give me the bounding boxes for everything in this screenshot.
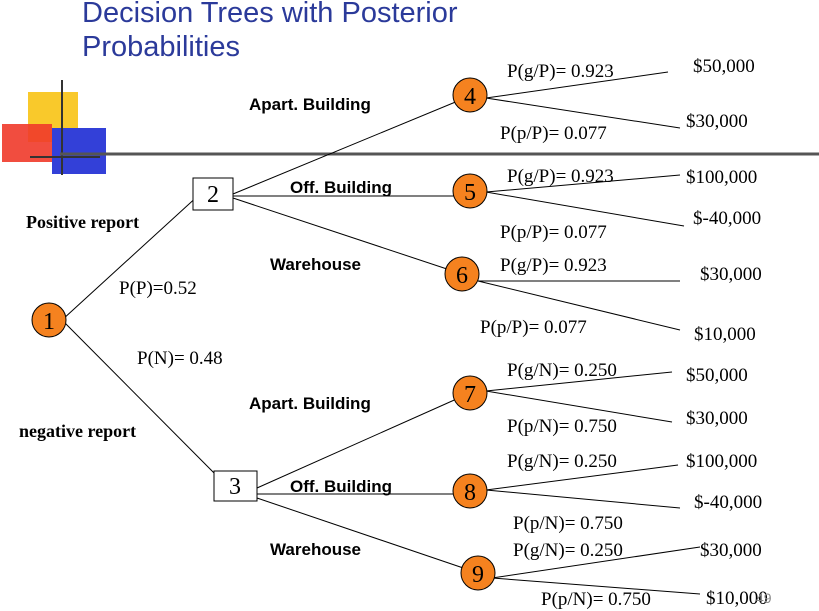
payoff: $50,000 [693,56,755,77]
good-probability: P(g/P)= 0.923 [500,255,607,276]
chance-node-6: 6 [444,256,480,292]
root-chance-node: 1 [31,302,67,338]
branch-negative [61,319,226,485]
svg-text:7: 7 [464,382,476,408]
payoff: $-40,000 [693,208,761,229]
page-number: 49 [756,590,772,606]
chance-node-5: 5 [452,173,488,209]
slide-title: Decision Trees with Posterior Probabilit… [82,0,458,63]
poor-probability: P(p/P)= 0.077 [500,123,607,144]
chance-node-4: 4 [452,77,488,113]
payoff: $30,000 [686,408,748,429]
svg-text:1: 1 [43,309,55,335]
good-probability: P(g/N)= 0.250 [507,360,617,381]
payoff: $100,000 [686,167,757,188]
payoff: $30,000 [686,111,748,132]
good-probability: P(g/N)= 0.250 [513,540,623,561]
svg-text:8: 8 [464,480,476,506]
chance-node-8: 8 [452,473,488,509]
poor-probability: P(p/P)= 0.077 [500,222,607,243]
poor-probability: P(p/N)= 0.750 [541,589,651,610]
svg-text:5: 5 [464,180,476,206]
poor-probability: P(p/P)= 0.077 [480,317,587,338]
alternative-label: Warehouse [270,255,361,274]
good-probability: P(g/P)= 0.923 [507,61,614,82]
negative-report-label: negative report [19,421,136,441]
payoff: $100,000 [686,451,757,472]
alternative-label: Apart. Building [249,95,371,114]
decision-node-2: 2 [192,177,234,211]
svg-text:2: 2 [207,182,219,208]
good-probability: P(g/P)= 0.923 [507,166,614,187]
payoff: $10,000 [694,324,756,345]
payoff: $50,000 [686,365,748,386]
good-probability: P(g/N)= 0.250 [507,451,617,472]
payoff: $30,000 [700,540,762,561]
branch-positive [61,193,201,321]
positive-report-label: Positive report [26,212,139,232]
svg-text:9: 9 [472,562,484,588]
alternative-label: Off. Building [290,178,392,197]
alternative-label: Off. Building [290,477,392,496]
payoff: $30,000 [700,264,762,285]
negative-report-probability: P(N)= 0.48 [137,348,223,369]
payoff: $-40,000 [694,492,762,513]
svg-text:3: 3 [229,474,241,500]
chance-node-7: 7 [452,375,488,411]
poor-probability: P(p/N)= 0.750 [513,513,623,534]
chance-node-9: 9 [460,555,496,591]
decision-node-3: 3 [213,470,258,502]
svg-text:4: 4 [464,84,476,110]
alternative-label: Apart. Building [249,394,371,413]
alternative-label: Warehouse [270,540,361,559]
svg-text:6: 6 [456,263,468,289]
poor-probability: P(p/N)= 0.750 [507,416,617,437]
payoff: $10,000 [706,588,768,609]
logo-squares-icon [2,80,106,175]
positive-report-probability: P(P)=0.52 [119,278,197,299]
